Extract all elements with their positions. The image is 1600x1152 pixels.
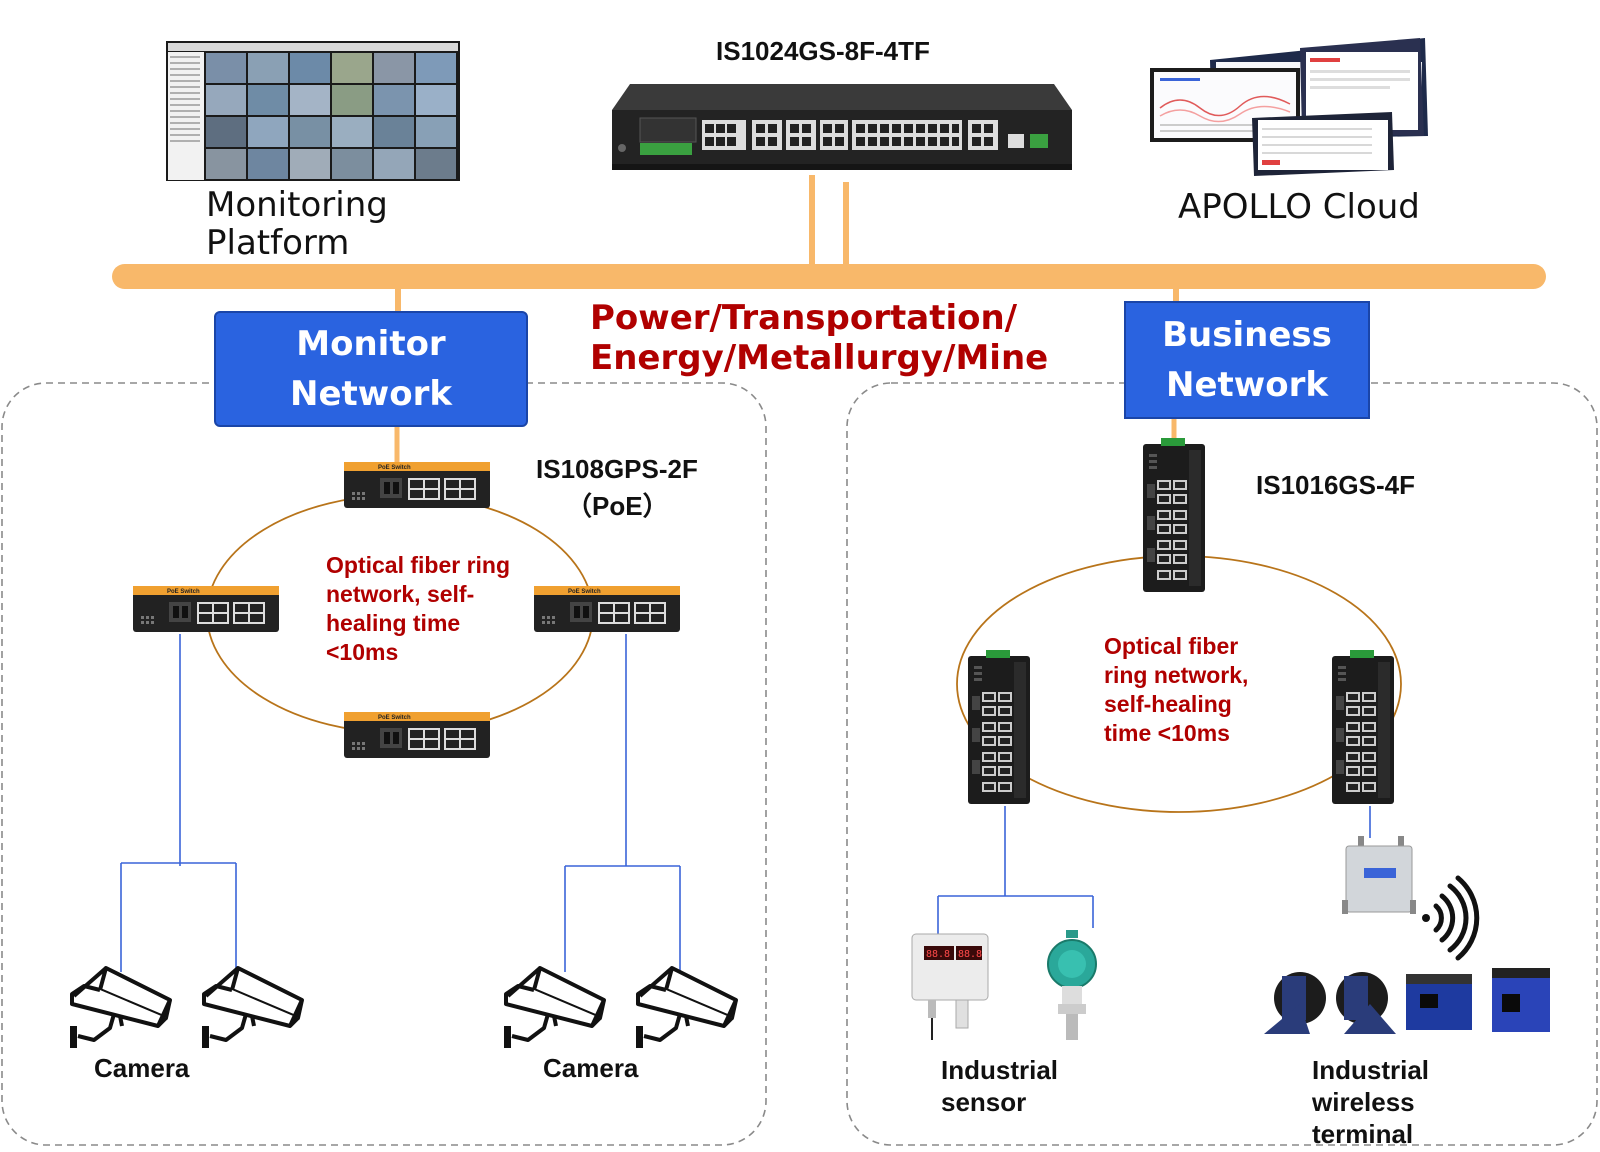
poe-switch-left — [133, 586, 279, 632]
poe-switch-top — [344, 462, 490, 508]
sensor-label: Industrial sensor — [941, 1054, 1058, 1118]
business-ring-line4: time <10ms — [1104, 720, 1230, 746]
monitor-network-line1: Monitor — [296, 324, 446, 364]
industries-line1: Power/Transportation/ — [590, 298, 1018, 338]
business-network-line1: Business — [1162, 315, 1332, 355]
monitor-network-line2: Network — [290, 374, 452, 414]
camera-icon-4 — [634, 966, 738, 1050]
monitor-ring-line4: <10ms — [326, 639, 399, 665]
sensor-links — [937, 806, 1094, 936]
wireless-terminal-label: Industrial wireless terminal — [1312, 1054, 1429, 1150]
business-ring-line3: self-healing — [1104, 691, 1232, 717]
wireless-access-point-icon — [1342, 836, 1416, 914]
svg-text:88.8: 88.8 — [926, 949, 950, 960]
camera-icon-2 — [200, 966, 304, 1050]
monitor-ring-line2: network, self- — [326, 581, 475, 607]
apollo-cloud-screens — [1150, 38, 1428, 176]
core-switch-device — [612, 84, 1072, 170]
monitor-ring-line3: healing time — [326, 610, 461, 636]
temperature-sensor-icon: 88.8 88.8 — [911, 933, 989, 1040]
monitoring-platform-line2: Platform — [206, 223, 350, 263]
wireless-label-line3: terminal — [1312, 1119, 1414, 1149]
wifi-signal-icon — [1422, 875, 1480, 961]
apollo-cloud-label: APOLLO Cloud — [1178, 187, 1420, 227]
business-switch-model: IS1016GS-4F — [1256, 470, 1415, 500]
camera-icon-1 — [68, 966, 172, 1050]
business-network-box: Business Network — [1124, 301, 1370, 419]
monitor-ring-note: Optical fiber ring network, self- healin… — [326, 551, 556, 667]
svg-text:88.8: 88.8 — [958, 949, 982, 960]
core-switch-model: IS1024GS-8F-4TF — [716, 36, 930, 66]
right-camera-links — [564, 634, 681, 972]
monitor-switch-note: （PoE） — [566, 491, 669, 521]
sensor-label-line2: sensor — [941, 1087, 1027, 1117]
din-switch-right — [1332, 650, 1394, 804]
din-switch-top — [1143, 438, 1205, 592]
sensor-label-line1: Industrial — [941, 1055, 1059, 1085]
business-ring-line1: Optical fiber — [1104, 633, 1239, 659]
camera-label-left: Camera — [94, 1053, 190, 1083]
din-switch-left — [968, 650, 1030, 804]
business-ring-line2: ring network, — [1104, 662, 1249, 688]
pressure-transmitter-icon — [1047, 930, 1097, 1040]
poe-switch-bottom — [344, 712, 490, 758]
camera-icon-3 — [502, 966, 606, 1050]
camera-label-right: Camera — [543, 1053, 639, 1083]
monitoring-platform-line1: Monitoring — [206, 185, 388, 225]
wireless-label-line2: wireless — [1312, 1087, 1415, 1117]
monitor-switch-model: IS108GPS-2F — [536, 454, 698, 484]
left-camera-links — [120, 634, 237, 972]
industries-label: Power/Transportation/ Energy/Metallurgy/… — [590, 298, 1048, 378]
backbone-bus — [112, 264, 1546, 289]
business-ring-note: Optical fiber ring network, self-healing… — [1104, 632, 1304, 748]
monitor-ring-line1: Optical fiber ring — [326, 552, 511, 578]
wireless-terminal-icons — [1264, 968, 1550, 1034]
business-network-line2: Network — [1166, 365, 1328, 405]
monitoring-platform-label: Monitoring Platform — [206, 186, 388, 262]
business-zone-border — [846, 382, 1598, 1146]
monitor-network-box: Monitor Network — [214, 311, 528, 427]
monitoring-platform-screen — [166, 41, 460, 181]
industries-line2: Energy/Metallurgy/Mine — [590, 338, 1049, 378]
wireless-label-line1: Industrial — [1312, 1055, 1430, 1085]
